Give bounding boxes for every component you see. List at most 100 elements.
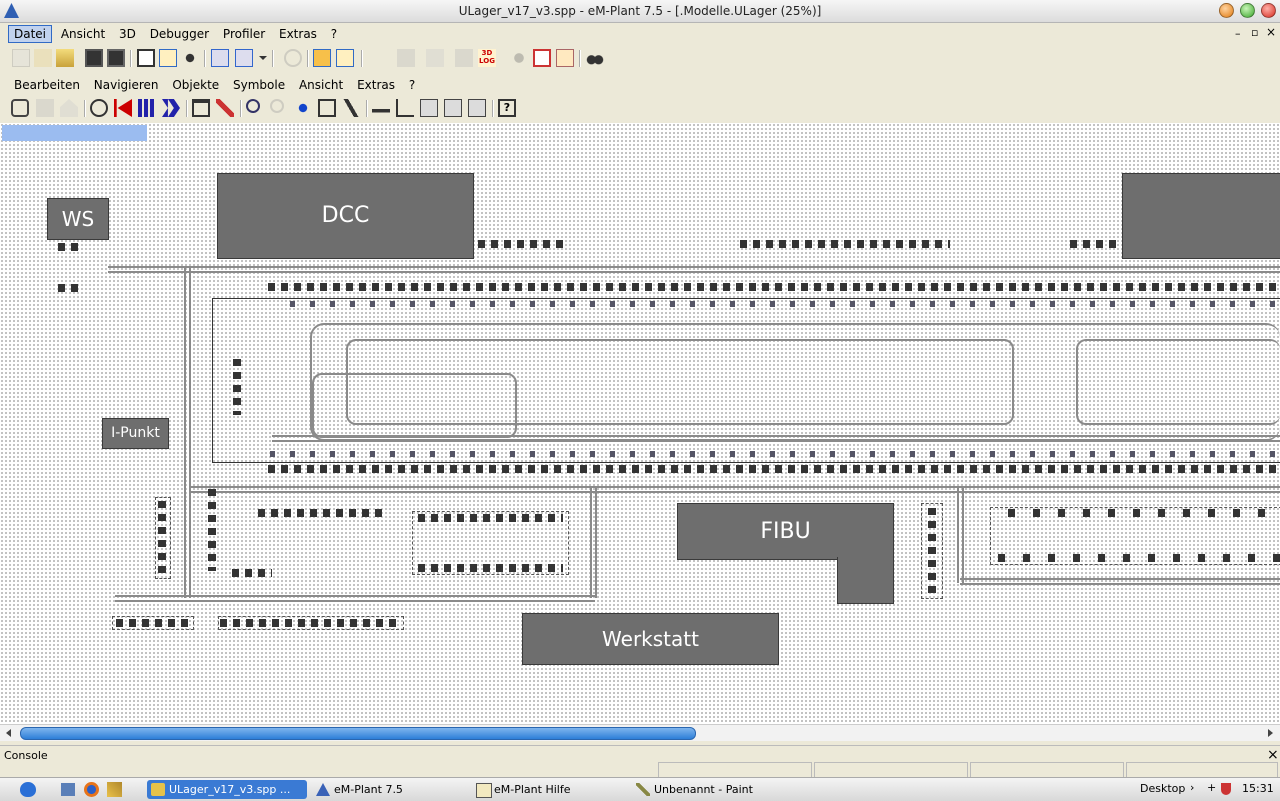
- find-icon[interactable]: [586, 49, 604, 67]
- task-ulager[interactable]: ULager_v17_v3.spp ...: [147, 780, 307, 799]
- station-row-bottom-b[interactable]: [220, 619, 400, 627]
- menu-model-help[interactable]: ?: [408, 78, 416, 92]
- station-col-right[interactable]: [928, 508, 936, 596]
- help-icon[interactable]: ?: [498, 99, 516, 117]
- console-close-icon[interactable]: ×: [1267, 747, 1279, 763]
- snap-icon[interactable]: [468, 99, 486, 117]
- tray-add-icon[interactable]: +: [1207, 781, 1217, 794]
- tray-shield-icon[interactable]: [1221, 783, 1231, 795]
- refresh-icon[interactable]: [284, 49, 302, 67]
- station-row-right[interactable]: [1070, 240, 1116, 248]
- parent-folder-icon[interactable]: [36, 99, 54, 117]
- rail-top[interactable]: [108, 266, 1280, 273]
- scroll-right-arrow-icon[interactable]: [1268, 729, 1273, 737]
- menu-debugger[interactable]: Debugger: [149, 27, 210, 41]
- cascade-windows-icon[interactable]: [235, 49, 253, 67]
- layout-grid-icon[interactable]: [336, 49, 354, 67]
- stopwatch-icon[interactable]: [90, 99, 108, 117]
- ws-block[interactable]: WS: [47, 198, 109, 240]
- menu-datei[interactable]: Datei: [8, 25, 53, 43]
- station-col-left-a[interactable]: [158, 501, 166, 573]
- open-folder-icon[interactable]: [34, 49, 52, 67]
- station-row-mid[interactable]: [740, 240, 950, 248]
- zoom-out-icon[interactable]: [270, 99, 284, 113]
- rail-lower[interactable]: [115, 595, 595, 602]
- station-row-bottom[interactable]: [268, 465, 1280, 473]
- mdi-close-button[interactable]: ×: [1266, 25, 1277, 39]
- station-row-lower-c[interactable]: [418, 564, 563, 572]
- station-col-left-c[interactable]: [233, 359, 241, 415]
- folder-disabled-icon[interactable]: [426, 49, 444, 67]
- task-emplant[interactable]: eM-Plant 7.5: [312, 780, 462, 799]
- save-icon[interactable]: [85, 49, 103, 67]
- tile-windows-icon[interactable]: [211, 49, 229, 67]
- station-row-lower-b[interactable]: [418, 514, 563, 522]
- loop-rail-d[interactable]: [1076, 339, 1280, 425]
- window-icon[interactable]: [533, 49, 551, 67]
- ws-station-b[interactable]: [58, 284, 82, 292]
- task-paint[interactable]: Unbenannt - Paint: [632, 780, 792, 799]
- werkstatt-block[interactable]: Werkstatt: [522, 613, 779, 665]
- home-icon[interactable]: [60, 99, 78, 117]
- station-row-right-a[interactable]: [1008, 509, 1280, 517]
- task-help[interactable]: eM-Plant Hilfe: [472, 780, 622, 799]
- menu-objekte[interactable]: Objekte: [172, 78, 220, 92]
- mdi-minimize-button[interactable]: –: [1235, 27, 1241, 40]
- scroll-thumb[interactable]: [20, 727, 696, 740]
- new-icon[interactable]: [12, 49, 30, 67]
- right-building-block[interactable]: [1122, 173, 1280, 259]
- quicklaunch-firefox-icon[interactable]: [84, 782, 99, 797]
- selection-bar[interactable]: [2, 125, 147, 141]
- comment-icon[interactable]: [420, 99, 438, 117]
- link-icon[interactable]: [396, 99, 414, 117]
- menu-model-extras[interactable]: Extras: [357, 78, 396, 92]
- zoom-in-icon[interactable]: [246, 99, 260, 113]
- mdi-restore-button[interactable]: ▫: [1251, 26, 1259, 39]
- station-col-left-b[interactable]: [208, 489, 216, 571]
- desktop-label[interactable]: Desktop: [1140, 782, 1186, 795]
- loop-rail-b[interactable]: [346, 339, 1014, 425]
- station-row-right-b[interactable]: [998, 554, 1280, 562]
- open-icon[interactable]: [56, 49, 74, 67]
- menu-help[interactable]: ?: [330, 27, 338, 41]
- menu-bearbeiten[interactable]: Bearbeiten: [14, 78, 80, 92]
- rail-mid[interactable]: [590, 488, 597, 598]
- broom-icon[interactable]: [216, 99, 234, 117]
- model-canvas[interactable]: WS DCC I-Punkt FIBU Werkstatt: [0, 123, 1280, 724]
- minimize-button[interactable]: [1219, 3, 1234, 18]
- menu-navigieren[interactable]: Navigieren: [93, 78, 159, 92]
- station-row-bottom-a[interactable]: [116, 619, 191, 627]
- layers-disabled-icon[interactable]: [455, 49, 473, 67]
- maximize-button[interactable]: [1240, 3, 1255, 18]
- frame-icon[interactable]: [318, 99, 336, 117]
- save-all-icon[interactable]: [107, 49, 125, 67]
- grid-icon[interactable]: [444, 99, 462, 117]
- fast-forward-icon[interactable]: [162, 99, 180, 117]
- ws-station-a[interactable]: [58, 243, 82, 251]
- fibu-block[interactable]: FIBU: [677, 503, 894, 560]
- quicklaunch-explorer-icon[interactable]: [61, 783, 75, 796]
- connector-icon[interactable]: [372, 99, 390, 117]
- 3d-disabled-icon[interactable]: [397, 49, 415, 67]
- image-icon[interactable]: [556, 49, 574, 67]
- loop-rail-c[interactable]: [312, 373, 517, 438]
- rail-left[interactable]: [184, 268, 191, 598]
- desktop-arrow-icon[interactable]: ›: [1190, 781, 1195, 794]
- select-icon[interactable]: [294, 99, 312, 117]
- navigate-icon[interactable]: [11, 99, 29, 117]
- quicklaunch-app-icon[interactable]: [107, 782, 122, 797]
- scroll-left-arrow-icon[interactable]: [6, 729, 11, 737]
- rail-right-lower[interactable]: [960, 578, 1280, 585]
- dcc-block[interactable]: DCC: [217, 173, 474, 259]
- start-icon[interactable]: [20, 782, 36, 797]
- close-button[interactable]: [1261, 3, 1276, 18]
- menu-ansicht[interactable]: Ansicht: [60, 27, 106, 41]
- rail-inner[interactable]: [272, 435, 1280, 442]
- station-row-dcc[interactable]: [478, 240, 563, 248]
- delete-icon[interactable]: [192, 99, 210, 117]
- menu-profiler[interactable]: Profiler: [222, 27, 266, 41]
- toolbox-icon[interactable]: [159, 49, 177, 67]
- station-row-lower-a[interactable]: [258, 509, 388, 517]
- menu-symbole[interactable]: Symbole: [233, 78, 286, 92]
